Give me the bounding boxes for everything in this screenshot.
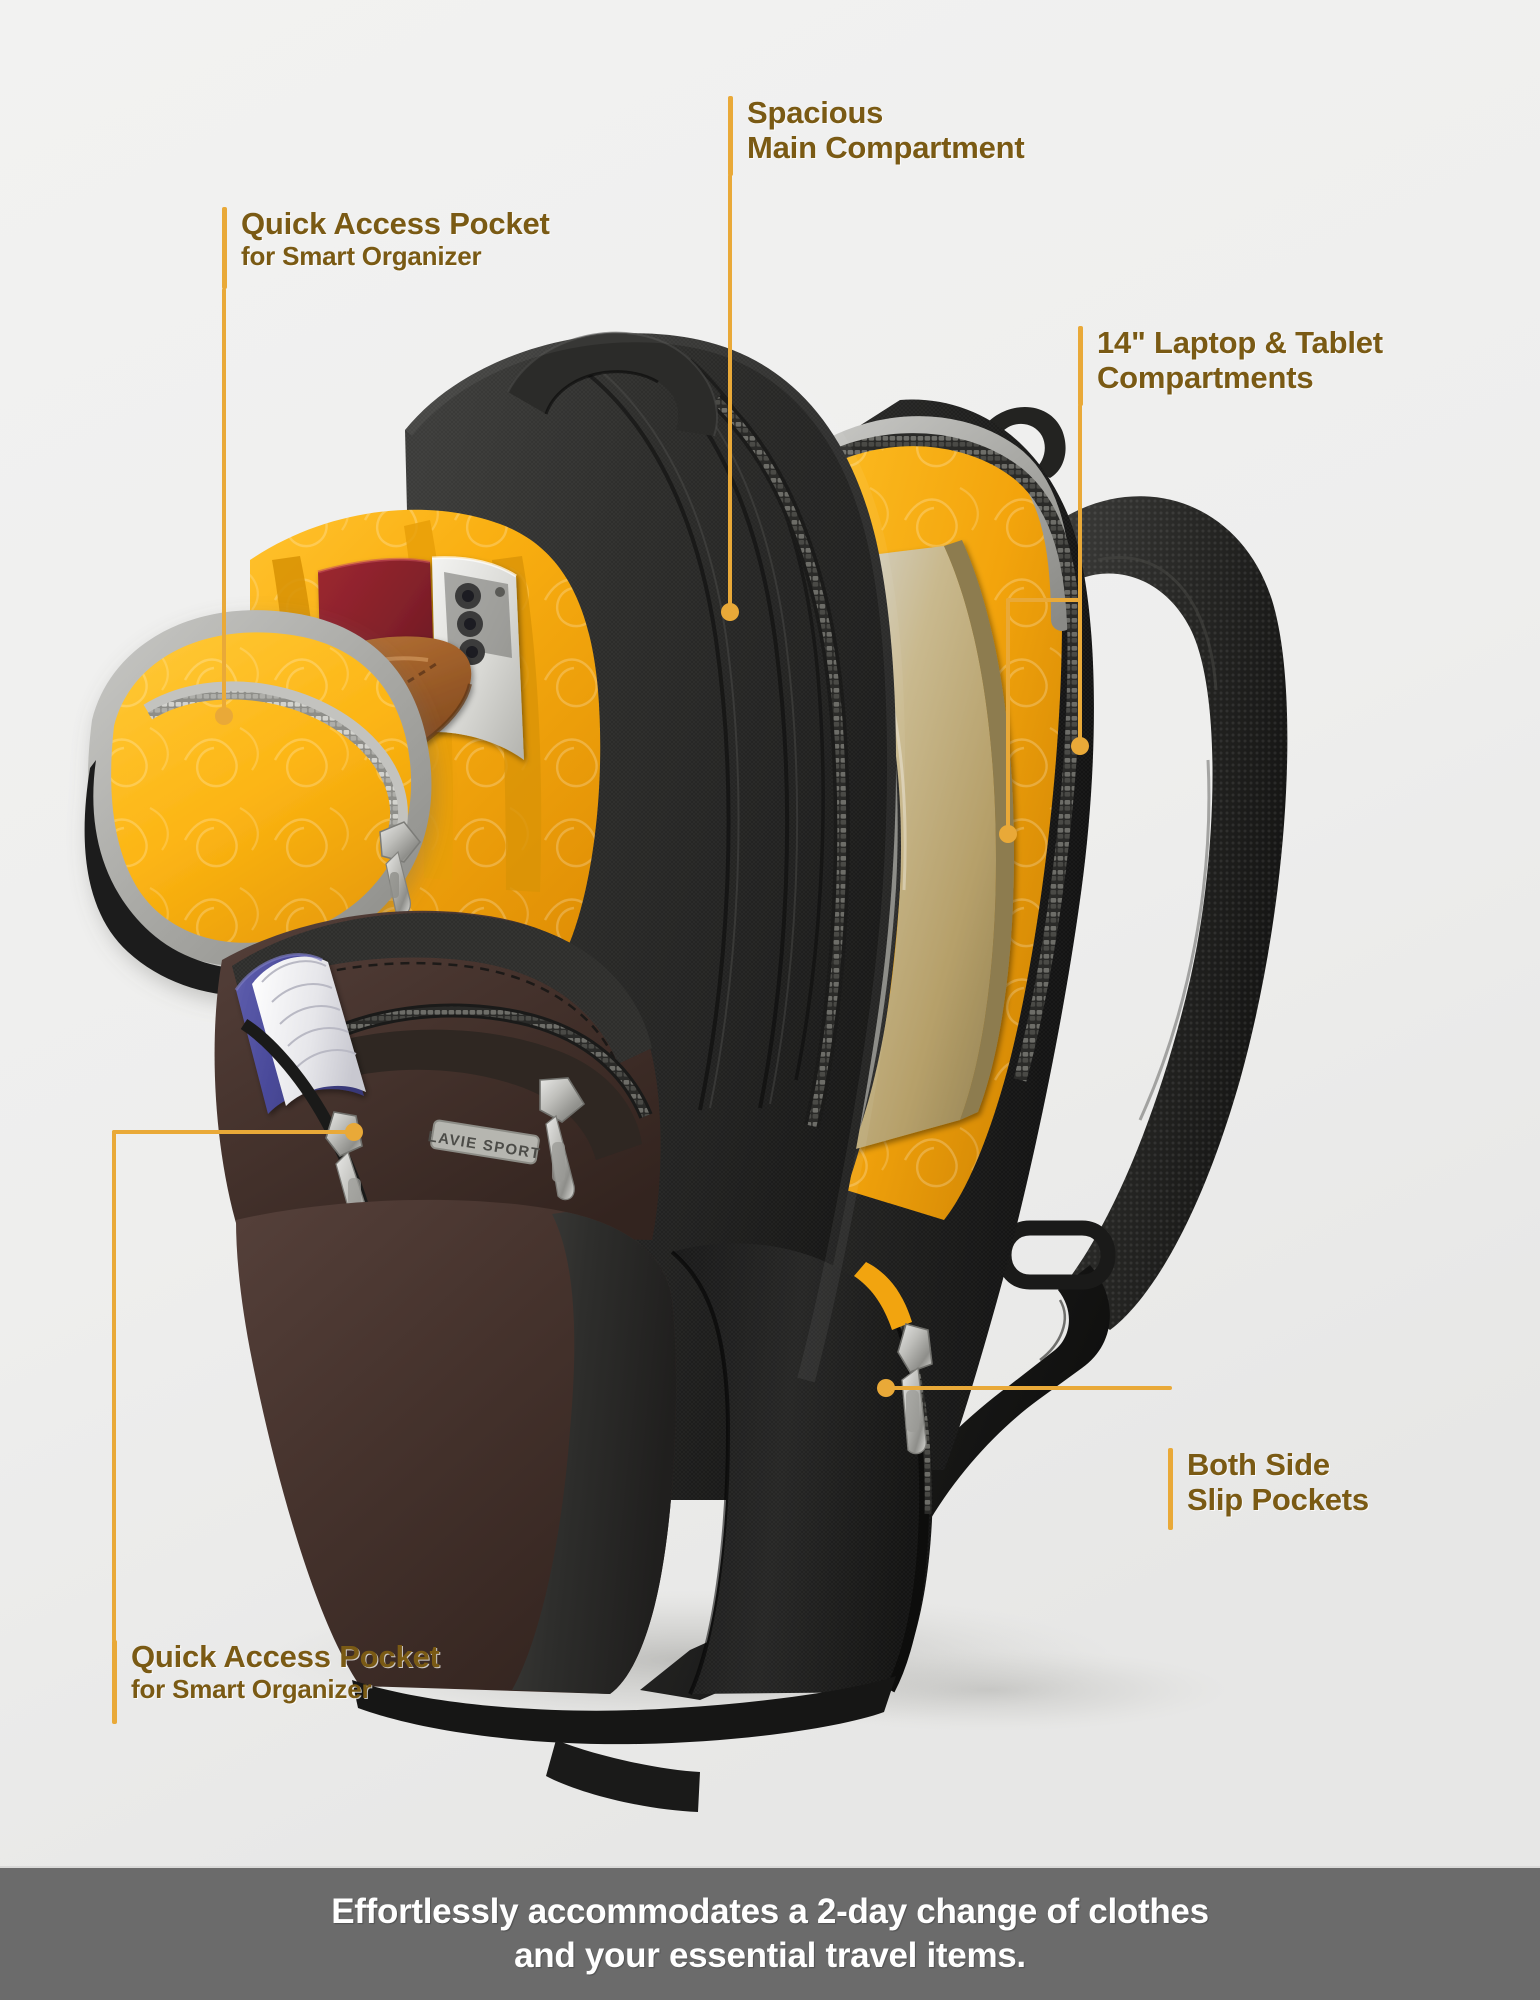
flap-zipper-slider [379,821,421,915]
product-photo: LAVIE SPORT [0,0,1540,1868]
top-grab-handle [507,331,718,437]
caption-line-2: and your essential travel items. [514,1936,1026,1975]
documents-in-pocket [234,953,366,1114]
callout-quick-access-pocket-top: Quick Access Pocket for Smart Organizer [222,206,550,289]
callout-subtitle: for Smart Organizer [131,1673,372,1704]
front-pocket-panel: LAVIE SPORT [214,910,661,1254]
callout-laptop-tablet-compartments: 14" Laptop & Tablet Compartments [1078,325,1383,406]
callout-subtitle: Main Compartment [747,129,1025,165]
callout-subtitle: Compartments [1097,359,1314,395]
callout-accent-bar [222,207,227,289]
callout-accent-bar [728,96,733,176]
organizer-flap [84,610,432,997]
secondary-handle [980,406,1066,478]
callout-title: Spacious [747,95,884,130]
front-zipper-slider [539,1077,586,1201]
callout-title: Quick Access Pocket [241,206,550,241]
callout-subtitle: Slip Pockets [1187,1481,1369,1517]
callout-accent-bar [1168,1448,1173,1530]
callout-title: Both Side [1187,1447,1330,1482]
callout-title: Quick Access Pocket [131,1639,440,1674]
callout-both-side-slip-pockets: Both Side Slip Pockets [1168,1447,1369,1530]
lower-body [236,1199,933,1812]
callout-accent-bar [1078,326,1083,406]
caption-line-1: Effortlessly accommodates a 2-day change… [331,1891,1209,1931]
callout-accent-bar [112,1640,117,1724]
callout-spacious-main-compartment: Spacious Main Compartment [728,95,1025,176]
callout-subtitle: for Smart Organizer [241,240,482,271]
quick-access-organizer [84,509,601,997]
caption-bar: Effortlessly accommodates a 2-day change… [0,1868,1540,2000]
callout-quick-access-pocket-bottom: Quick Access Pocket for Smart Organizer [112,1639,440,1724]
callout-title: 14" Laptop & Tablet [1097,325,1383,360]
caption-divider [0,1866,1540,1868]
